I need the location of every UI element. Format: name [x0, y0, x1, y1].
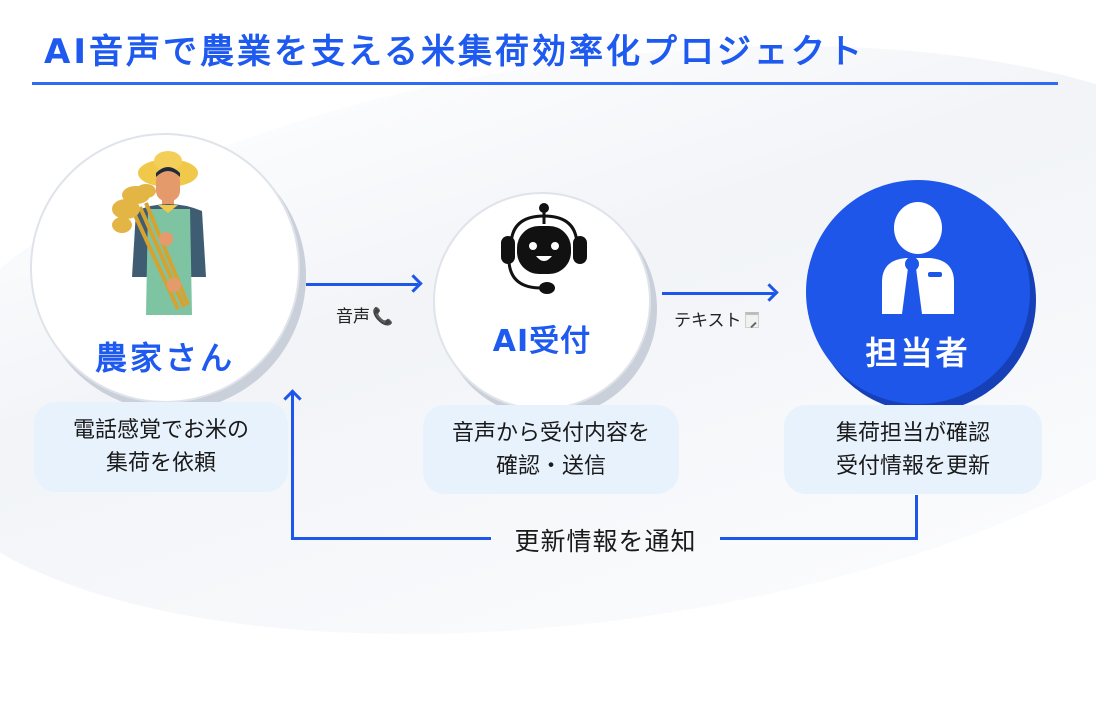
- arrow-label-text: テキスト: [674, 306, 759, 331]
- node-label: 担当者: [865, 334, 971, 372]
- robot-headset-icon: [501, 203, 587, 294]
- feedback-line-bottom-right: [720, 537, 918, 540]
- description-line: 受付情報を更新: [835, 454, 990, 479]
- feedback-line-right: [915, 495, 918, 540]
- phone-icon: 📞: [372, 307, 394, 327]
- node-label: AI受付: [492, 324, 592, 359]
- arrow-ai-to-staff: [662, 292, 774, 295]
- node-farmer: 農家さん: [30, 133, 300, 403]
- description-staff: 集荷担当が確認 受付情報を更新: [784, 405, 1042, 494]
- node-staff: 担当者: [806, 180, 1030, 404]
- memo-icon: [744, 312, 759, 328]
- description-line: 電話感覚でお米の: [72, 418, 249, 443]
- farmer-icon: [112, 151, 206, 315]
- node-label: 農家さん: [94, 339, 235, 377]
- feedback-arrow-up: [291, 392, 294, 540]
- description-line: 音声から受付内容を: [451, 421, 650, 446]
- feedback-label: 更新情報を通知: [514, 527, 697, 556]
- arrow-label-voice: 音声📞: [336, 307, 394, 327]
- description-ai-reception: 音声から受付内容を 確認・送信: [423, 405, 679, 494]
- description-farmer: 電話感覚でお米の 集荷を依頼: [34, 402, 288, 492]
- description-line: 確認・送信: [495, 454, 606, 479]
- arrow-farmer-to-ai: [306, 283, 418, 286]
- node-ai-reception: AI受付: [433, 192, 651, 410]
- description-line: 集荷担当が確認: [835, 421, 990, 446]
- page-title: AI音声で農業を支える米集荷効率化プロジェクト: [44, 32, 865, 72]
- title-divider: [32, 82, 1058, 85]
- feedback-line-bottom-left: [291, 537, 491, 540]
- staff-person-icon: [882, 202, 954, 314]
- description-line: 集荷を依頼: [105, 451, 216, 476]
